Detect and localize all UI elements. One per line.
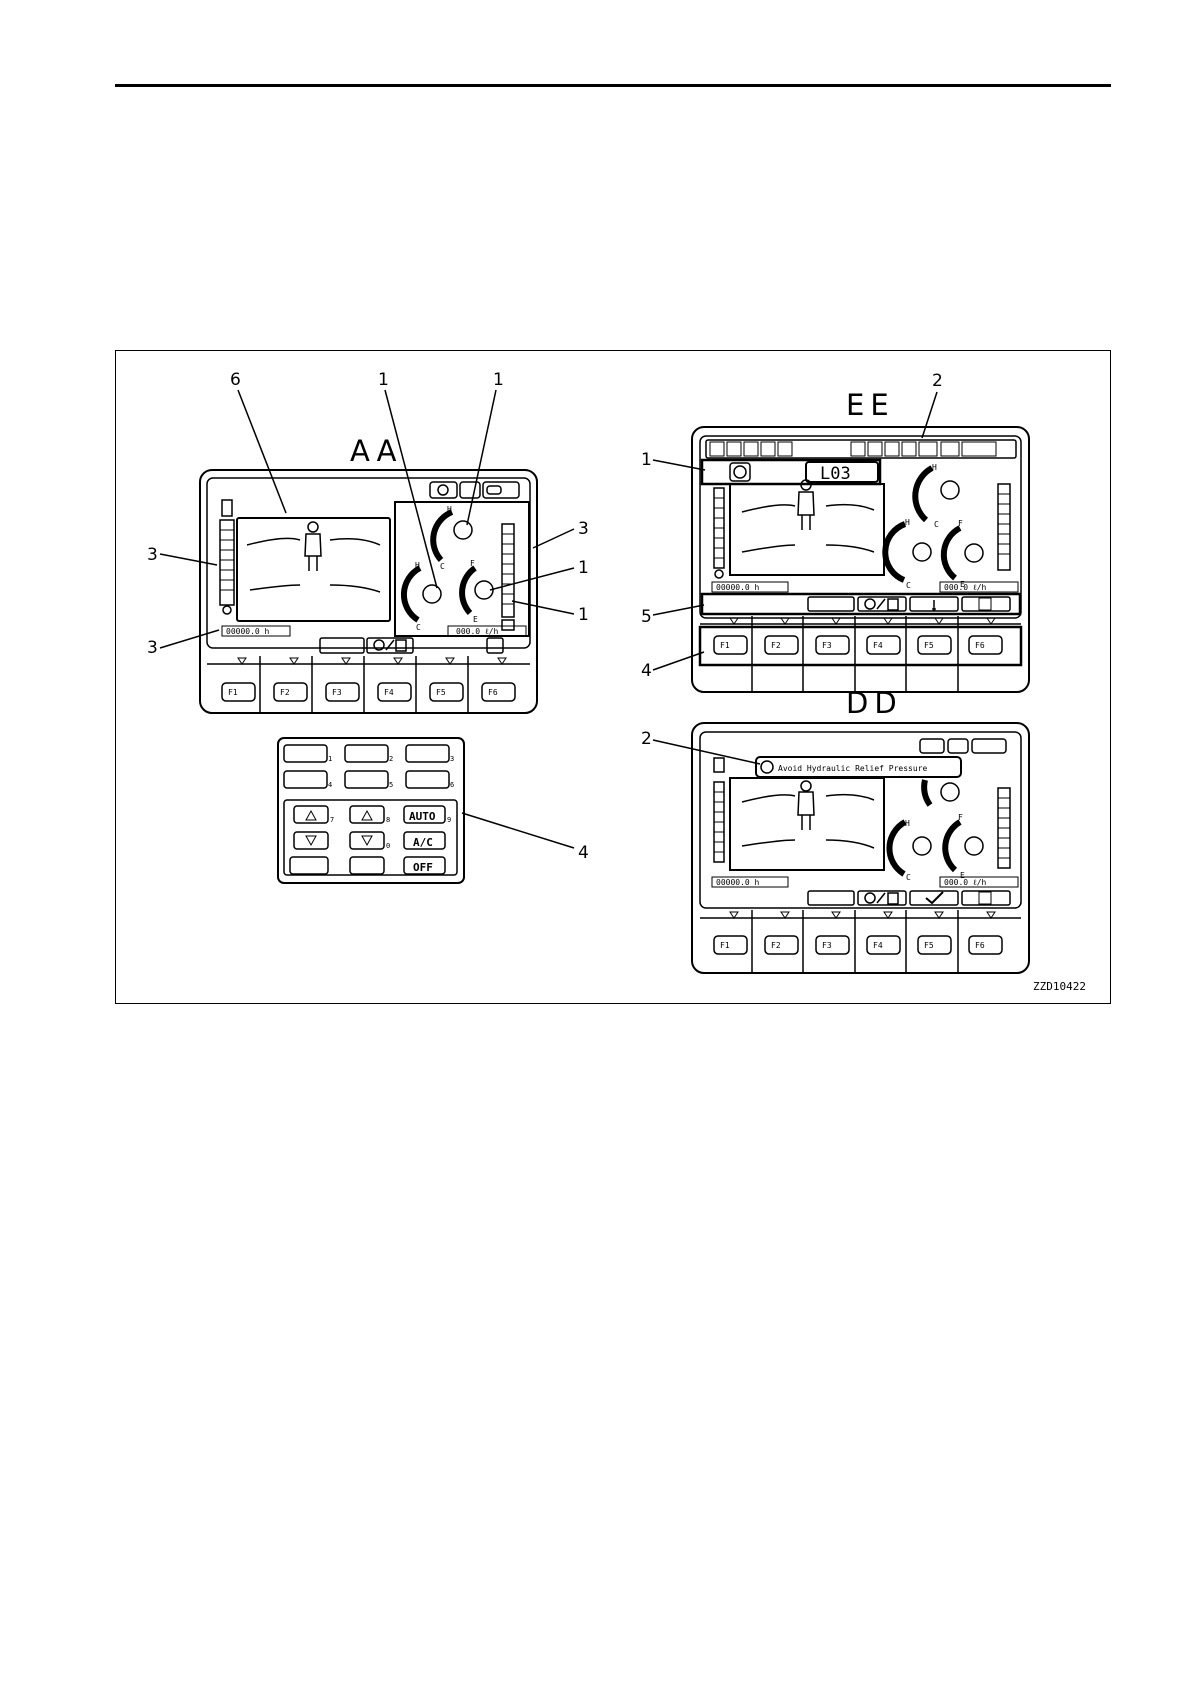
ee-callout-1: 1 xyxy=(641,450,652,470)
ee-f5-label: F5 xyxy=(924,641,934,650)
figure-id: ZZD10422 xyxy=(1033,980,1086,993)
aa-f4-label: F4 xyxy=(384,688,394,697)
aa-gauge-c2: C xyxy=(416,623,421,632)
monitor-dd: DD Avoid Hydraulic Relief Pressure H xyxy=(641,686,1029,973)
aa-callout-6: 6 xyxy=(230,370,241,390)
aa-gauge-e: E xyxy=(473,615,478,624)
dd-f2-button[interactable] xyxy=(765,936,798,954)
dd-f1-label: F1 xyxy=(720,941,730,950)
dd-f4-label: F4 xyxy=(873,941,883,950)
aircon-panel: AUTO A/C OFF 1 2 3 4 5 6 7 8 9 0 4 xyxy=(278,738,589,883)
aa-f3-label: F3 xyxy=(332,688,342,697)
dd-f6-button[interactable] xyxy=(969,936,1002,954)
dd-gauge-c: C xyxy=(906,873,911,882)
aa-callout-4: 4 xyxy=(578,843,589,863)
dd-f4-button[interactable] xyxy=(867,936,900,954)
aa-callout-3-left: 3 xyxy=(147,545,158,565)
dd-gauge-f: F xyxy=(958,813,963,822)
view-label-dd: DD xyxy=(846,686,903,720)
ee-gauge-c2: C xyxy=(906,581,911,590)
aircon-num-3: 3 xyxy=(450,755,454,763)
ee-f6-button[interactable] xyxy=(969,636,1002,654)
aa-fuel-rate: 000.0 ℓ/h xyxy=(456,627,499,636)
dd-fuel-rate: 000.0 ℓ/h xyxy=(944,878,987,887)
aircon-off-label: OFF xyxy=(413,861,433,874)
aa-f6-button[interactable] xyxy=(482,683,515,701)
ee-gauge-h2: H xyxy=(905,518,910,527)
aircon-num-9: 9 xyxy=(447,816,451,824)
monitor-aa: 00000.0 h H C H C F E 000.0 ℓ/h xyxy=(200,470,537,713)
ee-f4-label: F4 xyxy=(873,641,883,650)
ee-callout-2: 2 xyxy=(932,371,943,391)
aa-callout-1b: 1 xyxy=(493,370,504,390)
aa-callout-1-right-b: 1 xyxy=(578,605,589,625)
aa-f5-button[interactable] xyxy=(430,683,463,701)
aa-callout-1-right-a: 1 xyxy=(578,558,589,578)
aircon-auto-label: AUTO xyxy=(409,810,436,823)
monitor-ee: EE L03 xyxy=(692,388,1029,692)
aa-f1-button[interactable] xyxy=(222,683,255,701)
ee-fuel-rate: 000.0 ℓ/h xyxy=(944,583,987,592)
aa-gauge-f: F xyxy=(470,559,475,568)
dd-gauge-h: H xyxy=(905,819,910,828)
dd-guidance-message: Avoid Hydraulic Relief Pressure xyxy=(778,764,927,773)
aircon-num-1: 1 xyxy=(328,755,332,763)
dd-f1-button[interactable] xyxy=(714,936,747,954)
dd-f5-button[interactable] xyxy=(918,936,951,954)
view-label-ee: EE xyxy=(846,388,895,422)
ee-hour-meter: 00000.0 h xyxy=(716,583,760,592)
ee-f3-label: F3 xyxy=(822,641,832,650)
aircon-num-7: 7 xyxy=(330,816,334,824)
aa-f3-button[interactable] xyxy=(326,683,359,701)
view-label-aa: AA xyxy=(350,434,402,468)
aa-f5-label: F5 xyxy=(436,688,446,697)
aa-hour-meter: 00000.0 h xyxy=(226,627,270,636)
aa-gauge-c1: C xyxy=(440,562,445,571)
ee-f1-label: F1 xyxy=(720,641,730,650)
ee-callout-4: 4 xyxy=(641,661,652,681)
ee-callout-5: 5 xyxy=(641,607,652,627)
dd-f2-label: F2 xyxy=(771,941,781,950)
ee-f2-button[interactable] xyxy=(765,636,798,654)
aircon-fan-down-button[interactable] xyxy=(350,832,384,849)
dd-f3-button[interactable] xyxy=(816,936,849,954)
aircon-num-5: 5 xyxy=(389,781,393,789)
aa-f1-label: F1 xyxy=(228,688,238,697)
dd-callout-2: 2 xyxy=(641,729,652,749)
aa-callout-3-bottom: 3 xyxy=(147,638,158,658)
aircon-num-6: 6 xyxy=(450,781,454,789)
ee-gauge-f: F xyxy=(958,519,963,528)
aa-gauge-h1: H xyxy=(447,505,452,514)
ee-gauge-h1: H xyxy=(932,463,937,472)
ee-f3-button[interactable] xyxy=(816,636,849,654)
aa-f2-label: F2 xyxy=(280,688,290,697)
aircon-num-4: 4 xyxy=(328,781,332,789)
aa-callout-3-right: 3 xyxy=(578,519,589,539)
dd-f6-label: F6 xyxy=(975,941,985,950)
ee-error-code: L03 xyxy=(820,464,851,484)
aa-f2-button[interactable] xyxy=(274,683,307,701)
dd-f5-label: F5 xyxy=(924,941,934,950)
dd-hour-meter: 00000.0 h xyxy=(716,878,760,887)
ee-f2-label: F2 xyxy=(771,641,781,650)
aircon-ac-label: A/C xyxy=(413,836,433,849)
aircon-num-0: 0 xyxy=(386,842,390,850)
aa-f6-label: F6 xyxy=(488,688,498,697)
dd-f3-label: F3 xyxy=(822,941,832,950)
aa-callout-1a: 1 xyxy=(378,370,389,390)
aa-callouts: AA 6 1 1 3 3 3 1 1 xyxy=(147,370,589,658)
aircon-num-2: 2 xyxy=(389,755,393,763)
ee-f4-button[interactable] xyxy=(867,636,900,654)
aircon-temp-down-button[interactable] xyxy=(294,832,328,849)
ee-f5-button[interactable] xyxy=(918,636,951,654)
ee-f6-label: F6 xyxy=(975,641,985,650)
aa-f4-button[interactable] xyxy=(378,683,411,701)
ee-f1-button[interactable] xyxy=(714,636,747,654)
aircon-num-8: 8 xyxy=(386,816,390,824)
aa-gauge-h2: H xyxy=(415,561,420,570)
ee-gauge-c1: C xyxy=(934,520,939,529)
